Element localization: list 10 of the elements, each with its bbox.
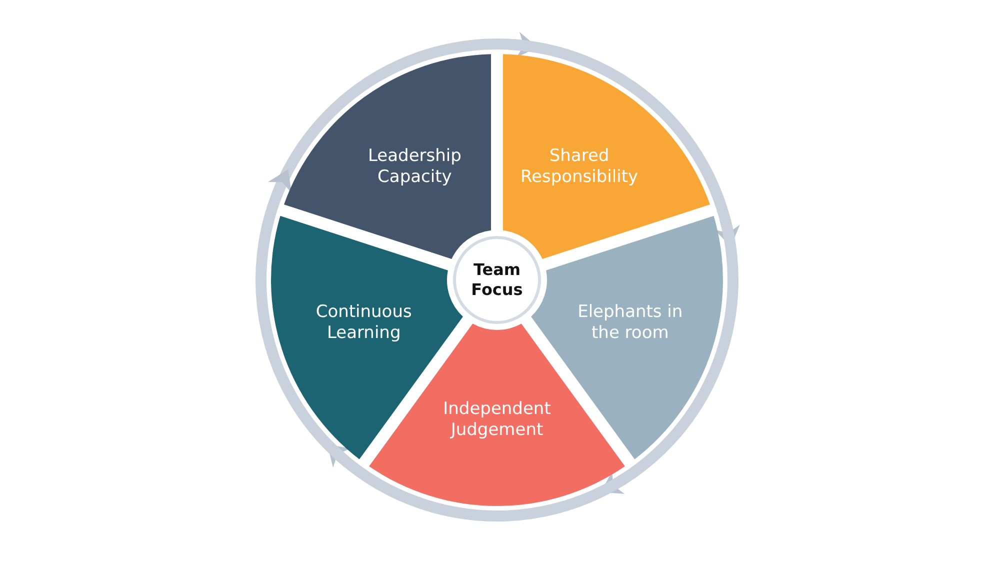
segment-label: Shared Responsibility <box>519 146 640 188</box>
center-circle: Team Focus <box>453 236 541 324</box>
cycle-arrow <box>256 169 352 468</box>
cycle-segment <box>503 54 711 259</box>
segment-label: Elephants in the room <box>576 302 684 344</box>
cycle-segment <box>283 54 491 259</box>
segment-label: Independent Judgement <box>442 399 552 441</box>
cycle-arrow <box>326 444 628 522</box>
segment-label: Continuous Learning <box>314 302 413 344</box>
segment-label: Leadership Capacity <box>366 146 462 188</box>
